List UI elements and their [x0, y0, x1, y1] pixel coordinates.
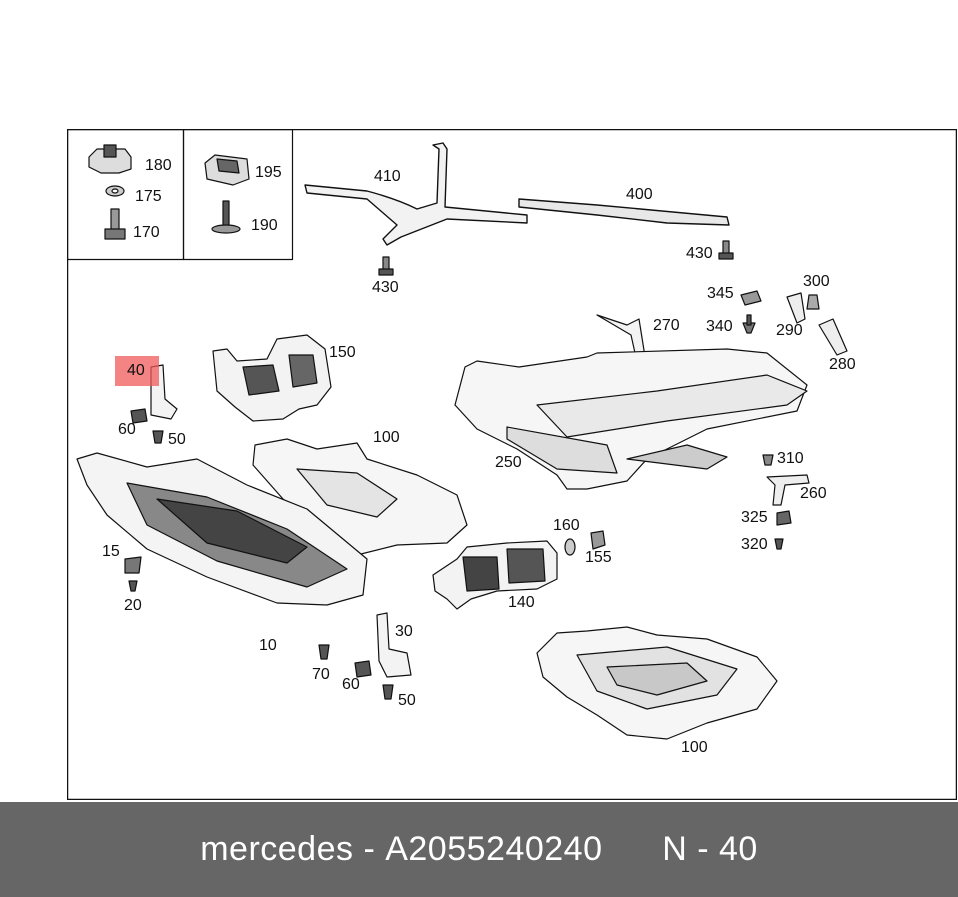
footer-brand: mercedes	[200, 830, 354, 868]
callout-140: 140	[508, 594, 535, 611]
parts-diagram: 180 175 170 195 190 410 400 430 430 345 …	[67, 129, 957, 800]
callout-30: 30	[395, 623, 413, 640]
part-400-bar	[518, 198, 730, 226]
part-325-nut	[776, 510, 792, 526]
part-70-clip	[318, 644, 330, 660]
callout-280: 280	[829, 356, 856, 373]
part-340-screw	[742, 314, 756, 334]
footer-separator: -	[353, 830, 386, 868]
part-160-washer	[564, 538, 576, 556]
callout-100-b: 100	[681, 739, 708, 756]
callout-430-b: 430	[686, 245, 713, 262]
footer-gap	[603, 830, 663, 869]
callout-260: 260	[800, 485, 827, 502]
callout-325: 325	[741, 509, 768, 526]
part-30-bracket	[376, 612, 412, 678]
callout-40: 40	[127, 362, 145, 379]
callout-50-b: 50	[398, 692, 416, 709]
part-15-nut	[124, 556, 142, 574]
footer-caption: mercedes - A2055240240 N - 40	[0, 802, 958, 897]
part-50-clip-b	[382, 684, 394, 700]
callout-155: 155	[585, 549, 612, 566]
footer-position-label: N - 40	[662, 830, 758, 868]
part-140-duct-lower	[432, 540, 558, 610]
part-320-screw	[774, 538, 784, 550]
part-430-bolt-b	[718, 240, 734, 260]
part-190-rivet	[211, 200, 241, 234]
callout-170: 170	[133, 224, 160, 241]
callout-150: 150	[329, 344, 356, 361]
footer-part-number: A2055240240	[385, 830, 603, 868]
callout-430-a: 430	[372, 279, 399, 296]
callout-100-a: 100	[373, 429, 400, 446]
part-60-clip-a	[130, 408, 148, 424]
callout-340: 340	[706, 318, 733, 335]
part-300-fastener	[806, 294, 820, 310]
part-10-front-underbody	[76, 452, 368, 606]
callout-175: 175	[135, 188, 162, 205]
callout-20: 20	[124, 597, 142, 614]
callout-270: 270	[653, 317, 680, 334]
callout-310: 310	[777, 450, 804, 467]
callout-60-a: 60	[118, 421, 136, 438]
part-310-clip	[762, 454, 774, 466]
part-180-clip-nut	[88, 144, 132, 174]
part-170-bolt	[104, 208, 126, 240]
callout-15: 15	[102, 543, 120, 560]
part-20-screw	[128, 580, 138, 592]
callout-190: 190	[251, 217, 278, 234]
callout-320: 320	[741, 536, 768, 553]
callout-60-b: 60	[342, 676, 360, 693]
parts-diagram-drawing	[67, 129, 957, 800]
callout-410: 410	[374, 168, 401, 185]
part-280-bracket	[818, 318, 848, 356]
callout-300: 300	[803, 273, 830, 290]
callout-250: 250	[495, 454, 522, 471]
part-290-bracket	[786, 292, 806, 324]
callout-180: 180	[145, 157, 172, 174]
callout-160: 160	[553, 517, 580, 534]
part-100-shield-lower	[536, 626, 778, 740]
part-195-clip	[204, 154, 250, 186]
part-345-clip	[740, 290, 762, 306]
highlight-position-40	[115, 356, 159, 386]
callout-345: 345	[707, 285, 734, 302]
part-430-bolt-a	[378, 256, 394, 276]
part-260-bracket	[766, 474, 810, 506]
part-155-fastener	[590, 530, 606, 550]
callout-10: 10	[259, 637, 277, 654]
part-410-cross-brace	[304, 142, 528, 246]
callout-50-a: 50	[168, 431, 186, 448]
part-50-clip-a	[152, 430, 164, 444]
callout-195: 195	[255, 164, 282, 181]
inset-box-right	[182, 129, 294, 261]
callout-70: 70	[312, 666, 330, 683]
diagram-frame-border	[67, 129, 957, 800]
callout-290: 290	[776, 322, 803, 339]
part-60-clip-b	[354, 660, 372, 678]
part-250-floor-panel	[454, 348, 808, 490]
part-150-duct	[212, 334, 332, 422]
callout-400: 400	[626, 186, 653, 203]
